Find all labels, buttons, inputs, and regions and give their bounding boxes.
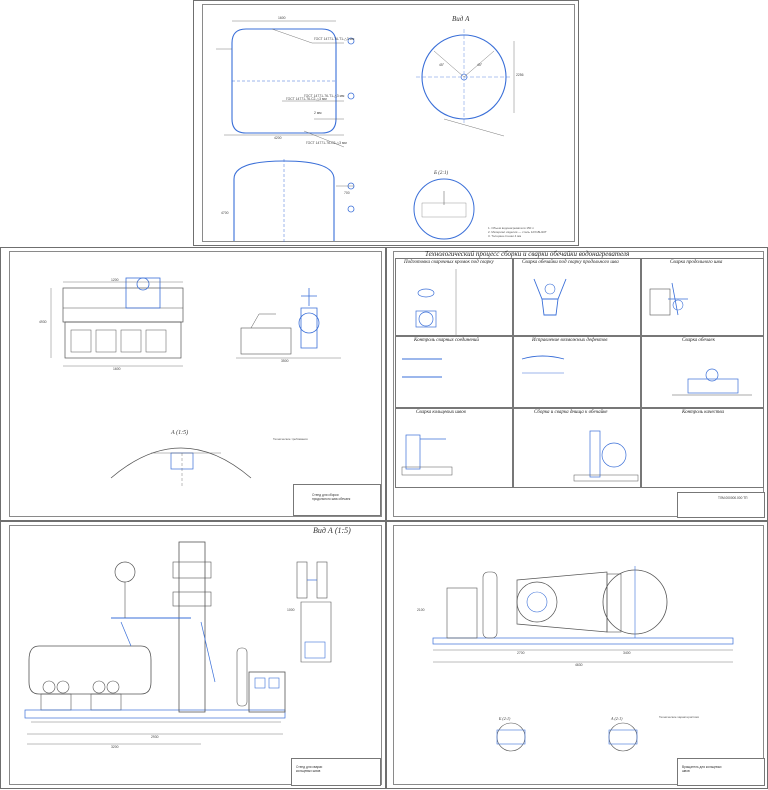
dim-700: 700 xyxy=(344,191,350,195)
dim-4200: 4200 xyxy=(274,136,282,140)
view-a-caption: Вид А xyxy=(452,15,470,23)
dim-1600: 1600 xyxy=(278,16,286,20)
process-sheet-code: ТЛМ.000000.000 ТП xyxy=(718,496,748,500)
dim-4700: 4700 xyxy=(221,211,229,215)
dim-2mm: 2 мм xyxy=(314,111,322,115)
sheet-frame xyxy=(9,525,382,785)
circular-title-block: Стенд для сварки кольцевых швов xyxy=(291,758,381,786)
weld-note-4: ГОСТ 14771-76-С2-△3 мм xyxy=(306,141,347,145)
cell-8-title: Сборка и сварка днища к обечайке xyxy=(534,410,608,415)
sheet-tank-drawing: Вид А Б (2:1) ГОСТ 14771-76-Т1-△3 мм ГОС… xyxy=(193,0,579,246)
process-title-block: ТЛМ.000000.000 ТП xyxy=(677,492,765,518)
cell-4-title: Контроль сварных соединений xyxy=(414,338,479,343)
cell-9-title: Контроль качества xyxy=(682,410,724,415)
dim-1200: 1200 xyxy=(111,278,119,282)
rotator-title-block: Вращатель для кольцевых швов xyxy=(677,758,765,786)
dim-1600: 1600 xyxy=(113,367,121,371)
view-a-caption: Вид А (1:5) xyxy=(313,526,351,535)
dim-4930: 4930 xyxy=(39,320,47,324)
circular-stand-drawing xyxy=(24,541,332,745)
dim-4630: 4630 xyxy=(575,663,583,667)
process-cell-2: Сварка обечайки под сварку продольного ш… xyxy=(513,258,641,336)
weld-note-2: ГОСТ 14771-76-Т1-△3 мм xyxy=(304,94,345,98)
process-cell-4: Контроль сварных соединений xyxy=(395,336,513,408)
dim-2100: 2100 xyxy=(417,608,425,612)
section-b-caption: Б (2:1) xyxy=(499,716,511,721)
assembly-stand-drawing xyxy=(50,277,341,488)
rotator-title-text: Вращатель для кольцевых швов xyxy=(682,765,722,773)
process-cell-8: Сборка и сварка днища к обечайке xyxy=(513,408,641,488)
dim-3200: 3200 xyxy=(111,745,119,749)
assembly-title-text: Стенд для сборки продольного шва обечаек xyxy=(312,493,351,501)
cell-1-title: Подготовка сварочных кромок под сварку xyxy=(404,260,494,265)
dim-3400: 3400 xyxy=(623,651,631,655)
cell-3-title: Сварка продольного шва xyxy=(670,260,723,265)
circular-title-text: Стенд для сварки кольцевых швов xyxy=(296,765,323,773)
dim-2700: 2700 xyxy=(517,651,525,655)
sheet-circular-stand: Вид А (1:5) 2930 3200 1000 Стенд для сва… xyxy=(0,521,386,789)
process-cell-1: Подготовка сварочных кромок под сварку xyxy=(395,258,513,336)
sheet-process: Технологический процесс сборки и сварки … xyxy=(386,247,768,521)
angle-2: 45° xyxy=(477,63,483,67)
dim-2930: 2930 xyxy=(151,735,159,739)
angle-1: 45° xyxy=(439,63,445,67)
sheet-frame xyxy=(9,251,382,517)
tank-note-3: 3. Толщина стенки 4 мм xyxy=(488,234,522,238)
tank-note-2: 2. Материал изделия — сталь 12Х18Н10Т xyxy=(488,230,547,234)
tank-drawing xyxy=(216,20,515,243)
dim-3500: 3500 xyxy=(281,359,289,363)
rotator-drawing xyxy=(432,566,734,752)
weld-note-3: ГОСТ 14771-76-С2-△3 мм xyxy=(286,97,327,101)
dim-1000: 1000 xyxy=(287,608,295,612)
tank-note-1: 1. Объем водонагревателя 150 л xyxy=(488,226,534,230)
process-cell-9: Контроль качества xyxy=(641,408,764,488)
sheet-frame xyxy=(393,525,764,785)
sheet-rotator: 4630 2700 3400 2100 Б (2:1) А (2:1) Техн… xyxy=(386,521,768,789)
rotator-notes-title: Технические характеристики xyxy=(659,715,700,719)
dim-2256: 2256 xyxy=(516,73,524,77)
process-cell-5: Исправление возможных дефектов xyxy=(513,336,641,408)
process-title: Технологический процесс сборки и сварки … xyxy=(425,250,630,258)
section-b-caption: Б (2:1) xyxy=(434,171,449,176)
cell-2-title: Сварка обечайки под сварку продольного ш… xyxy=(522,260,619,265)
sheet-frame xyxy=(202,4,575,242)
assembly-title-block: Стенд для сборки продольного шва обечаек xyxy=(293,484,381,516)
detail-a-caption: А (1:5) xyxy=(171,430,189,436)
cell-6-title: Сварка обечаек xyxy=(682,338,715,343)
sheet-assembly-stand: А (1:5) 1200 1600 4930 3500 Технические … xyxy=(0,247,386,521)
cell-7-title: Сварка кольцевых швов xyxy=(416,410,466,415)
cell-5-title: Исправление возможных дефектов xyxy=(532,338,608,343)
process-cell-6: Сварка обечаек xyxy=(641,336,764,408)
assembly-notes-title: Технические требования xyxy=(273,437,308,441)
weld-note-1: ГОСТ 14771-76-Т1-△3 мм xyxy=(314,37,355,41)
process-cell-7: Сварка кольцевых швов xyxy=(395,408,513,488)
section-a-caption: А (2:1) xyxy=(611,716,623,721)
process-cell-3: Сварка продольного шва xyxy=(641,258,764,336)
